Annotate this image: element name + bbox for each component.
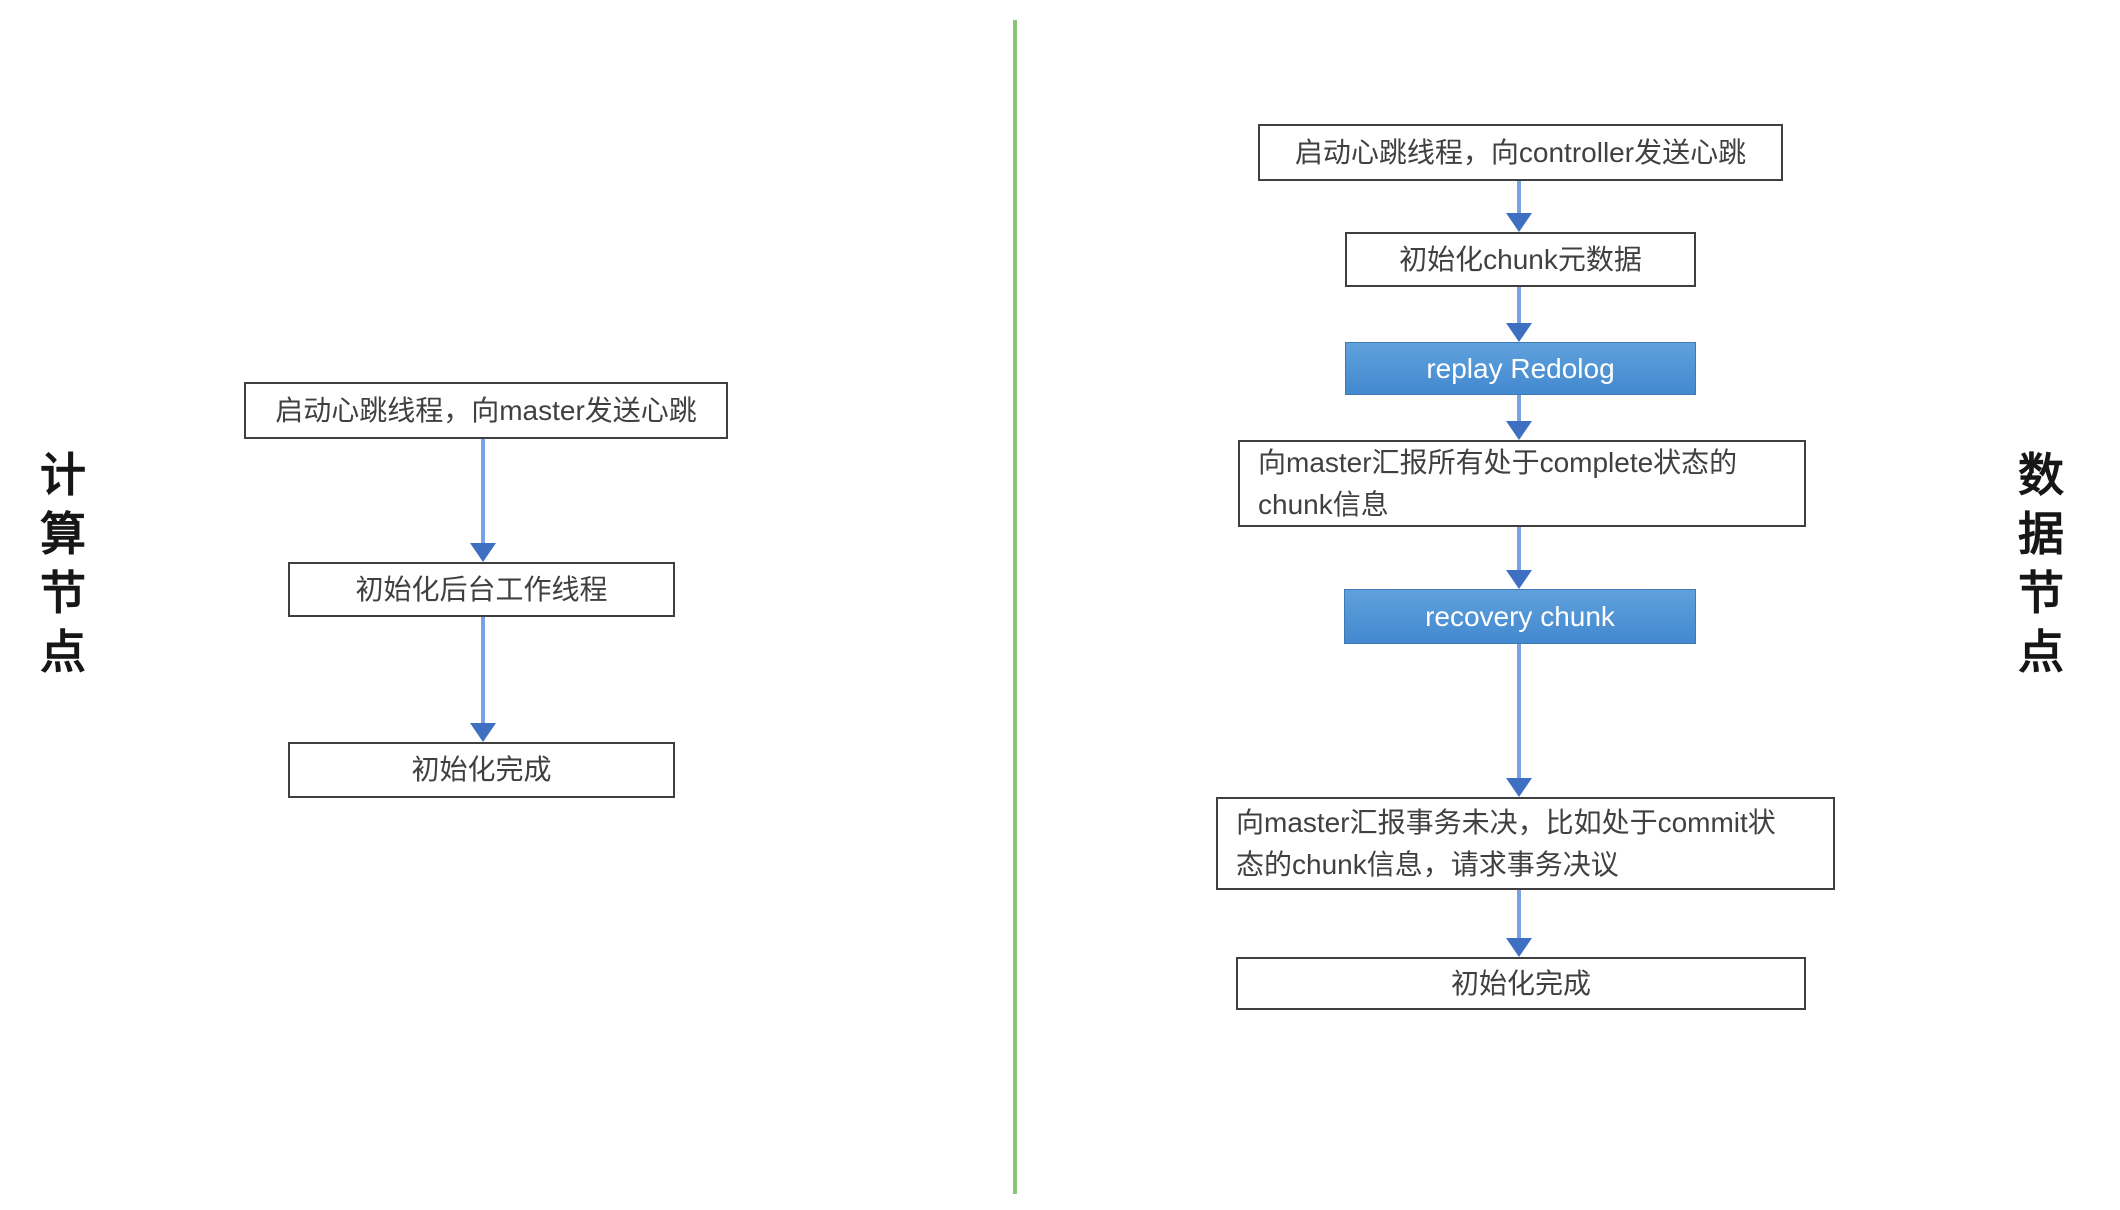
- arrow-head-icon: [1506, 938, 1532, 957]
- down-arrow-connector: [470, 617, 496, 742]
- left-node-init-worker-threads: 初始化后台工作线程: [288, 562, 675, 617]
- arrow-head-icon: [470, 723, 496, 742]
- left-node-start-heartbeat: 启动心跳线程，向master发送心跳: [244, 382, 728, 439]
- arrow-line: [1517, 644, 1521, 784]
- right-node-init-complete: 初始化完成: [1236, 957, 1806, 1010]
- arrow-head-icon: [1506, 323, 1532, 342]
- arrow-line: [481, 439, 485, 549]
- arrow-head-icon: [1506, 213, 1532, 232]
- arrow-head-icon: [1506, 570, 1532, 589]
- arrow-line: [1517, 890, 1521, 944]
- right-node-start-heartbeat: 启动心跳线程，向controller发送心跳: [1258, 124, 1783, 181]
- down-arrow-connector: [1506, 890, 1532, 957]
- down-arrow-connector: [1506, 395, 1532, 440]
- arrow-head-icon: [470, 543, 496, 562]
- arrow-line: [481, 617, 485, 729]
- arrow-head-icon: [1506, 421, 1532, 440]
- arrow-line: [1517, 527, 1521, 576]
- down-arrow-connector: [1506, 181, 1532, 232]
- right-node-recovery-chunk: recovery chunk: [1344, 589, 1696, 644]
- down-arrow-connector: [470, 439, 496, 562]
- right-node-report-pending-transactions: 向master汇报事务未决，比如处于commit状 态的chunk信息，请求事务…: [1216, 797, 1835, 890]
- arrow-line: [1517, 395, 1521, 427]
- arrow-line: [1517, 181, 1521, 219]
- section-divider-line: [1013, 20, 1017, 1194]
- down-arrow-connector: [1506, 287, 1532, 342]
- right-node-report-complete-chunks: 向master汇报所有处于complete状态的 chunk信息: [1238, 440, 1806, 527]
- right-node-init-chunk-metadata: 初始化chunk元数据: [1345, 232, 1696, 287]
- down-arrow-connector: [1506, 527, 1532, 589]
- data-node-section-label: 数据节点: [2018, 450, 2064, 678]
- left-node-init-complete: 初始化完成: [288, 742, 675, 798]
- arrow-line: [1517, 287, 1521, 329]
- down-arrow-connector: [1506, 644, 1532, 797]
- compute-node-section-label: 计算节点: [40, 450, 86, 678]
- right-node-replay-redolog: replay Redolog: [1345, 342, 1696, 395]
- arrow-head-icon: [1506, 778, 1532, 797]
